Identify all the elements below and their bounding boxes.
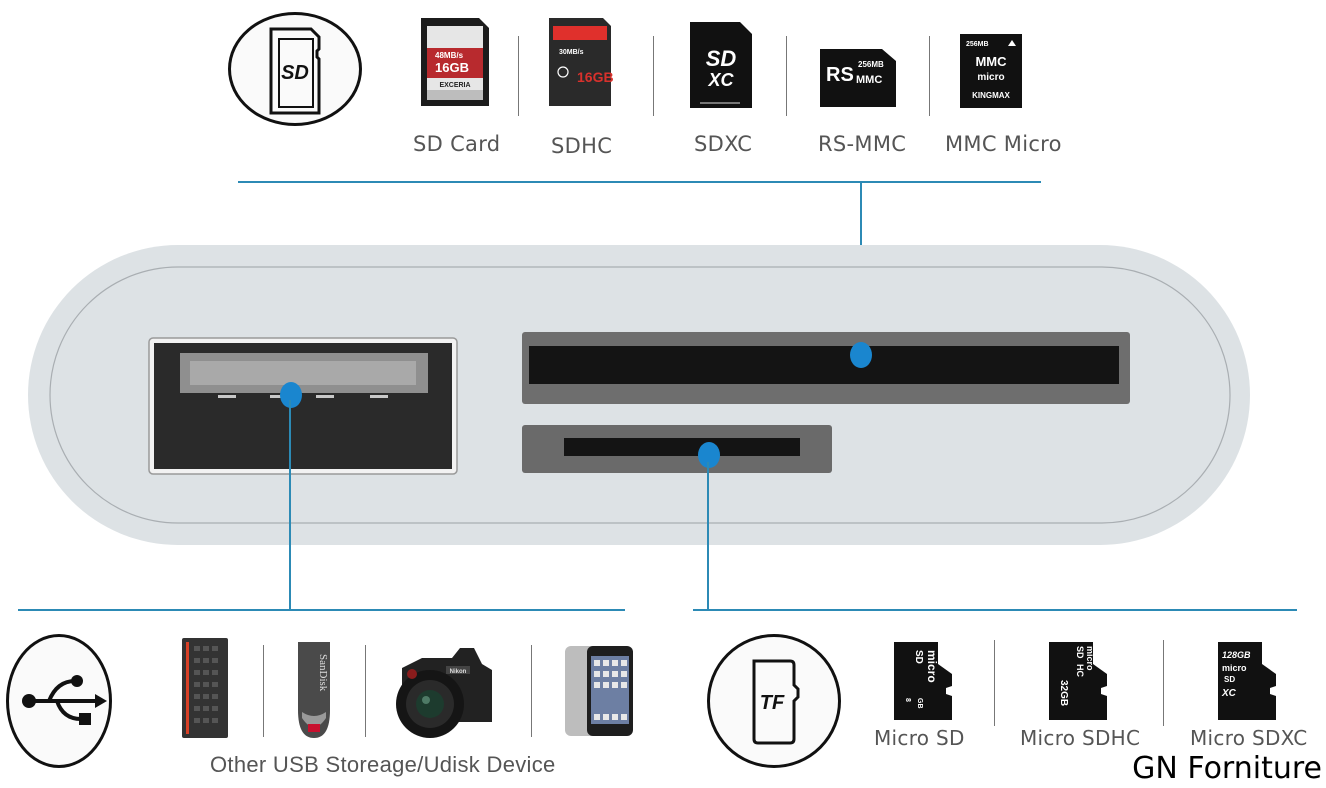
top-connector-line xyxy=(238,181,1041,183)
card-print: micro xyxy=(977,72,1004,83)
tf-icon-text: TF xyxy=(760,692,785,714)
usb-devices-label: Other USB Storeage/Udisk Device xyxy=(210,752,556,777)
card-print: SD xyxy=(706,46,737,71)
card-print: micro xyxy=(1222,663,1247,673)
camera-icon: Nikon xyxy=(388,642,496,747)
divider xyxy=(994,640,995,726)
mmc-micro-card-image: 256MB MMC micro KINGMAX xyxy=(958,32,1024,115)
usb-connector-line xyxy=(18,609,625,611)
tf-connector xyxy=(707,462,709,610)
card-label-mmc-micro: MMC Micro xyxy=(945,132,1062,156)
micro-sdhc-card-image: micro SD HC 32GB xyxy=(1047,640,1109,727)
card-print: 128GB xyxy=(1222,650,1251,660)
divider xyxy=(1163,640,1164,726)
card-label-micro-sdxc: Micro SDXC xyxy=(1190,726,1308,750)
micro-sdxc-card-image: 128GB micro SD XC xyxy=(1216,640,1278,727)
tf-slot-marker xyxy=(698,442,720,468)
tf-connector-line xyxy=(693,609,1297,611)
card-print: 256MB xyxy=(966,41,989,48)
card-print: RS xyxy=(826,64,854,86)
usb-flash-drive-icon: SanDisk xyxy=(296,640,332,745)
card-print: XC xyxy=(707,70,734,90)
card-print: SD xyxy=(1224,675,1235,684)
card-print: 8 xyxy=(904,698,911,702)
sdhc-card-image: 30MB/s 16GB xyxy=(547,16,614,113)
flash-drive-brand: SanDisk xyxy=(317,654,329,692)
sdxc-card-image: SD XC xyxy=(688,20,754,115)
card-label-sdxc: SDXC xyxy=(694,132,753,156)
card-print: 30MB/s xyxy=(559,49,584,56)
card-label-rs-mmc: RS-MMC xyxy=(818,132,907,156)
card-label-sd-card: SD Card xyxy=(413,132,501,156)
sd-slot-marker xyxy=(850,342,872,368)
card-print: SD xyxy=(1075,646,1085,659)
tf-card-slot xyxy=(522,425,832,480)
card-print: 32GB xyxy=(1058,680,1069,706)
sd-card-image: 48MB/s 16GB EXCERIA xyxy=(419,16,491,113)
keyboard-icon xyxy=(182,638,228,743)
card-print: micro xyxy=(1085,646,1095,671)
card-label-micro-sdhc: Micro SDHC xyxy=(1020,726,1141,750)
usb-connector xyxy=(289,400,291,610)
card-print: XC xyxy=(1221,688,1237,699)
camera-brand: Nikon xyxy=(450,669,467,675)
divider xyxy=(263,645,264,737)
card-print: KINGMAX xyxy=(972,91,1010,100)
usb-port-marker xyxy=(280,382,302,408)
card-print: 48MB/s xyxy=(435,51,464,60)
divider xyxy=(653,36,654,116)
card-print: MMC xyxy=(975,54,1007,69)
sd-icon-text: SD xyxy=(281,62,309,84)
card-print: HC xyxy=(1075,664,1085,677)
usb-port xyxy=(148,337,458,480)
divider xyxy=(929,36,930,116)
card-print: SD xyxy=(913,650,924,664)
usb-icon xyxy=(6,634,112,768)
tf-card-icon: TF xyxy=(707,634,841,768)
micro-sd-card-image: micro SD 8 GB xyxy=(892,640,954,727)
divider xyxy=(365,645,366,737)
card-print: GB xyxy=(916,698,923,709)
card-print: micro xyxy=(925,650,939,683)
sd-card-icon: SD xyxy=(228,12,362,126)
card-print: 256MB xyxy=(858,60,884,69)
divider xyxy=(531,645,532,737)
smartphone-icon xyxy=(563,644,635,743)
card-print: MMC xyxy=(856,74,882,86)
card-print: 16GB xyxy=(435,60,469,75)
card-label-micro-sd: Micro SD xyxy=(874,726,965,750)
sd-card-slot xyxy=(522,332,1130,409)
card-print: 16GB xyxy=(577,69,613,85)
watermark: GN Forniture xyxy=(1132,751,1322,786)
divider xyxy=(518,36,519,116)
card-label-sdhc: SDHC xyxy=(551,134,613,158)
rs-mmc-card-image: RS 256MB MMC xyxy=(818,47,898,114)
divider xyxy=(786,36,787,116)
card-print: EXCERIA xyxy=(439,82,470,89)
